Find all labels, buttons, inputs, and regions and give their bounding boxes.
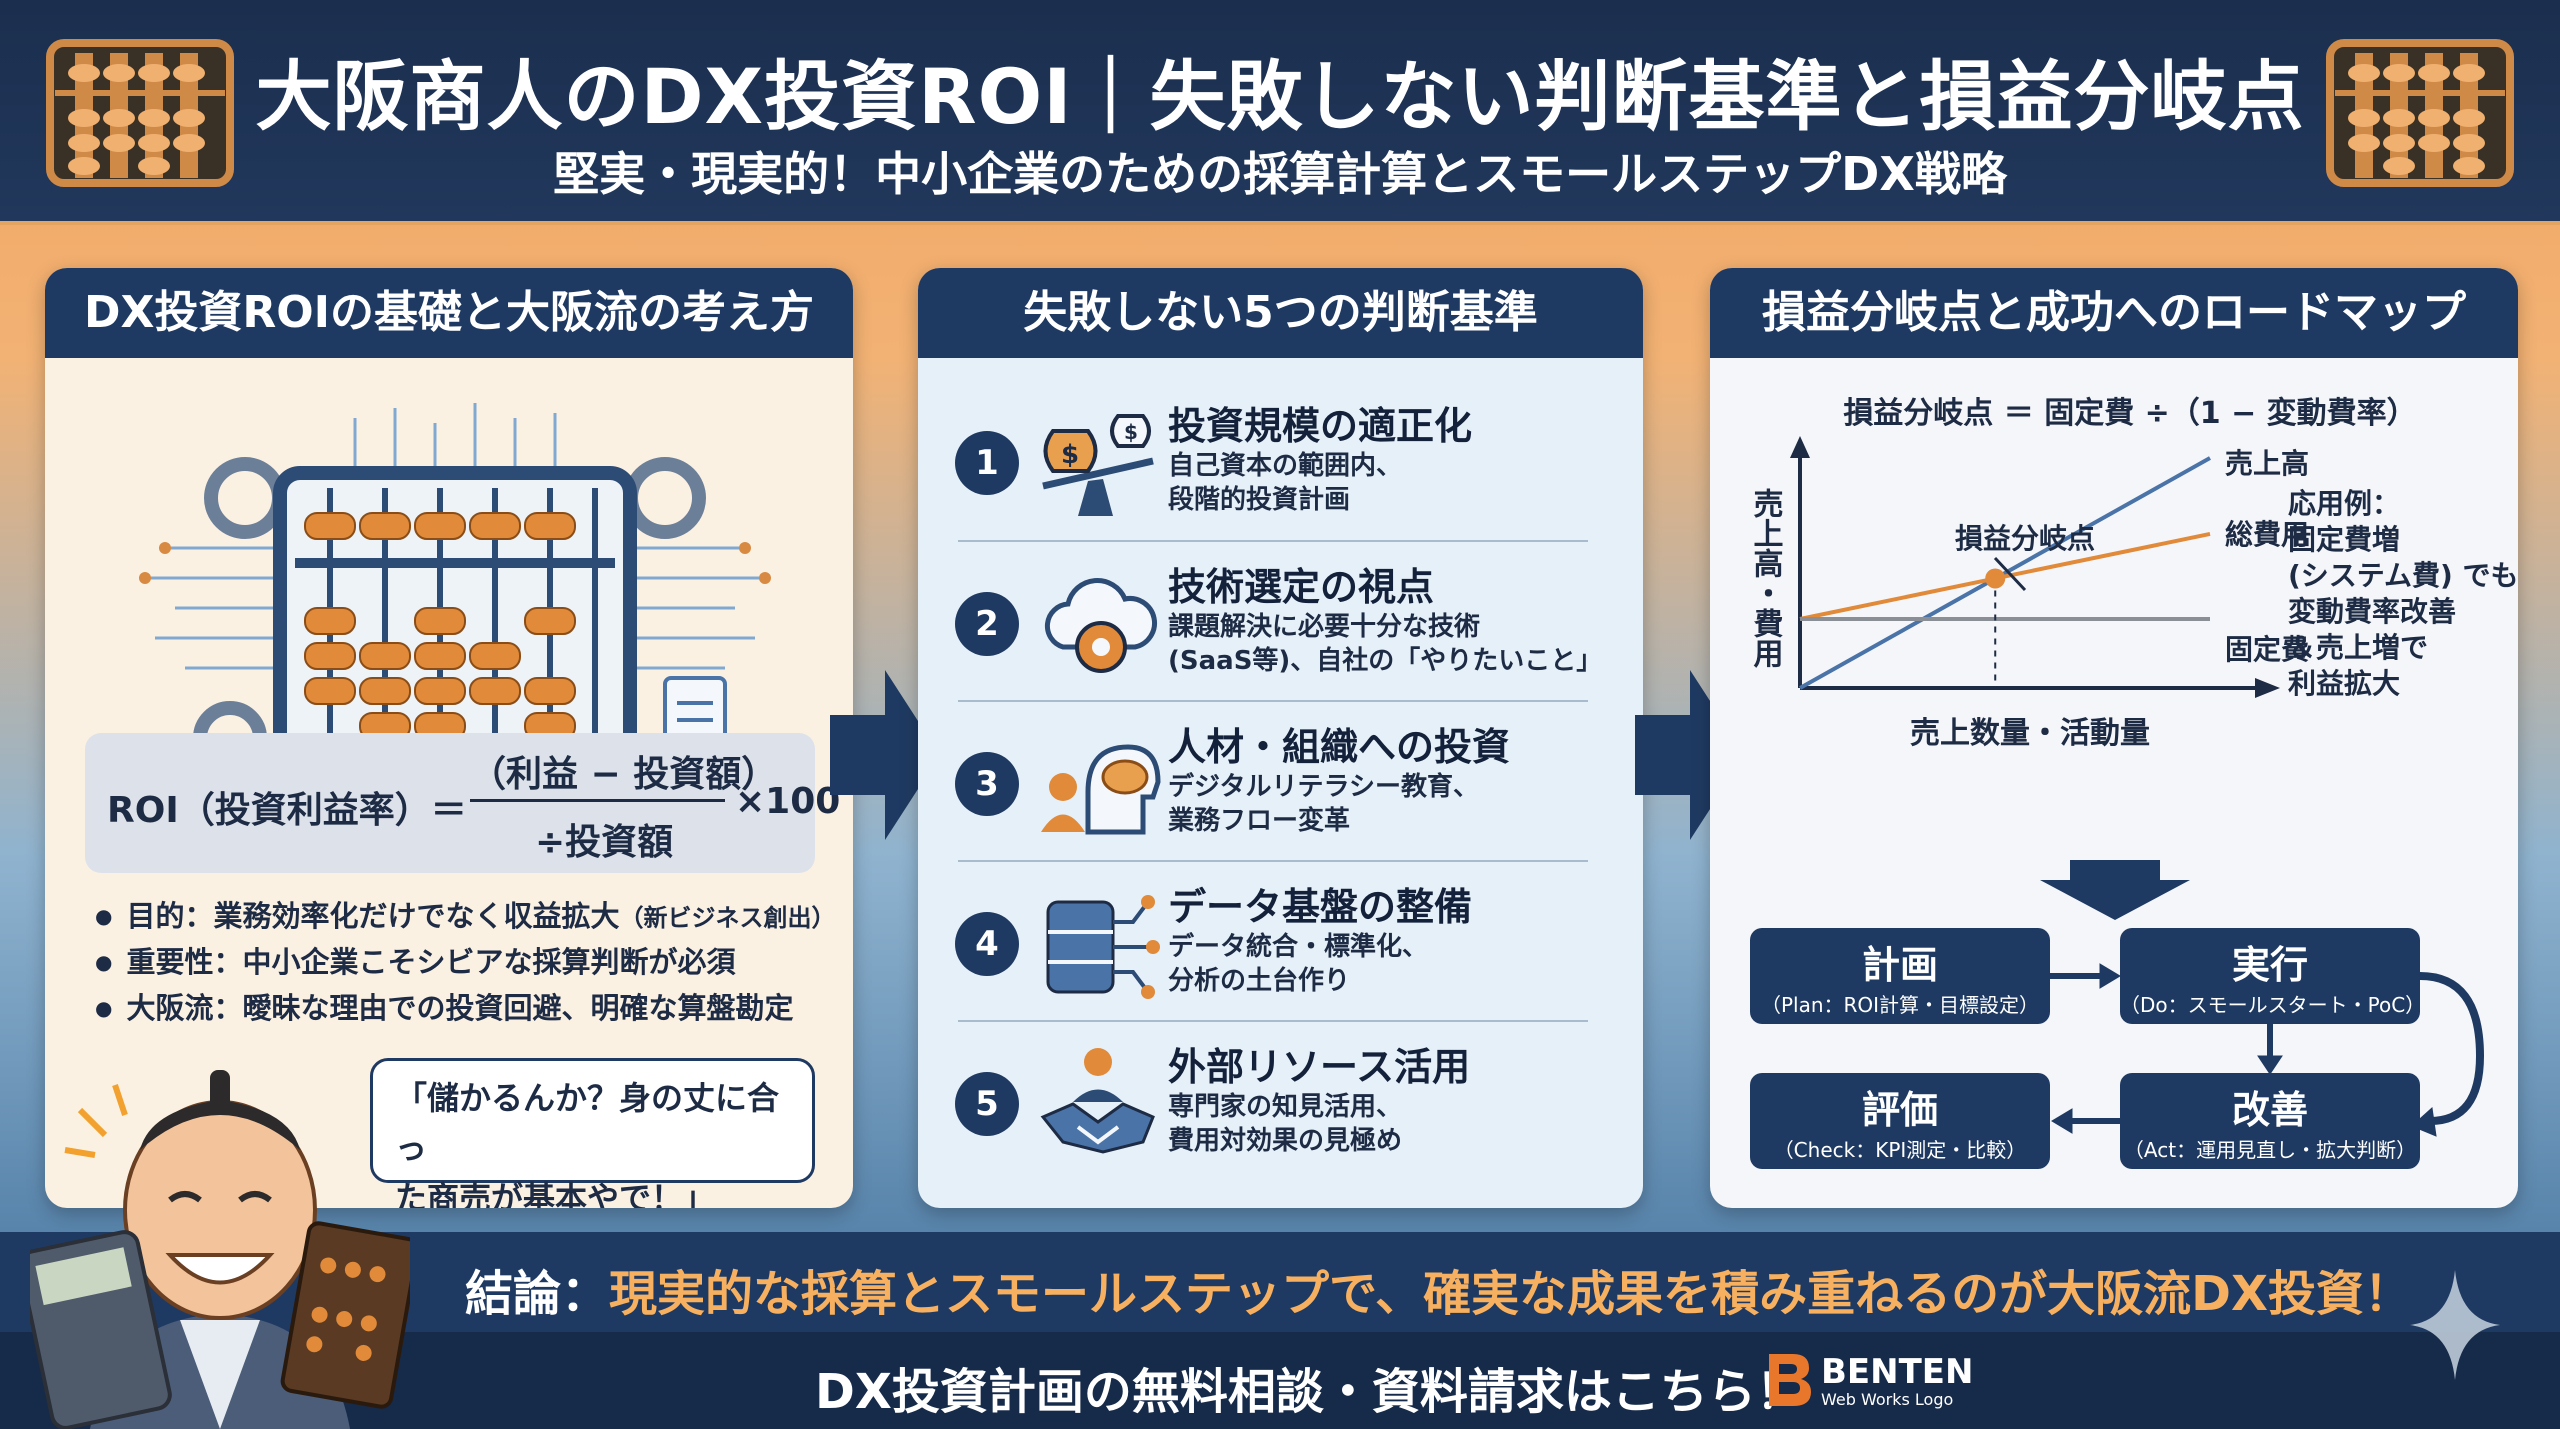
abacus-icon (2326, 39, 2514, 187)
note-line: 変動費率改善 (2288, 595, 2456, 628)
page-title: 大阪商人のDX投資ROI｜失敗しない判断基準と損益分岐点 (255, 52, 2305, 141)
note-line: 利益拡大 (2288, 667, 2400, 700)
criterion-item: 5 外部リソース活用 専門家の知見活用、費用対効果の見極め (943, 1024, 1623, 1184)
conclusion-bar: 結論：現実的な採算とスモールステップで、確実な成果を積み重ねるのが大阪流DX投資… (0, 1232, 2560, 1332)
conclusion-label: 結論： (465, 1266, 610, 1322)
svg-text:$: $ (1061, 440, 1079, 470)
note-line: (システム費) でも (2288, 559, 2518, 592)
roi-formula-lhs: ROI（投資利益率）＝ (107, 790, 467, 831)
criterion-title: 投資規模の適正化 (1168, 404, 1473, 448)
criterion-number: 5 (955, 1072, 1019, 1136)
y-axis-arrow (1790, 436, 1810, 458)
breakeven-point (1985, 568, 2006, 589)
benten-logo-icon (1769, 1354, 1811, 1406)
arrow-right-icon (830, 670, 940, 840)
panel-heading: DX投資ROIの基礎と大阪流の考え方 (45, 268, 853, 358)
series-label: 固定費 (2225, 633, 2309, 666)
note-line: 固定費増 (2288, 523, 2400, 556)
svg-text:$: $ (1124, 420, 1138, 444)
sparkle-icon (2410, 1270, 2500, 1380)
cta-link[interactable]: DX投資計画の無料相談・資料請求はこちら！ (815, 1364, 1804, 1420)
criterion-item: 2 技術選定の視点 課題解決に必要十分な技術(SaaS等)、自社の「やりたいこと… (943, 544, 1623, 704)
roi-bullet-list: 目的：業務効率化だけでなく収益拡大（新ビジネス創出） 重要性：中小企業こそシビア… (95, 893, 835, 1031)
divider (958, 860, 1588, 862)
brand-logo: BENTEN Web Works Logo (1765, 1350, 1973, 1414)
roi-basics-panel: DX投資ROIの基礎と大阪流の考え方 (45, 268, 853, 1208)
list-item: 目的：業務効率化だけでなく収益拡大（新ビジネス創出） (95, 893, 835, 939)
criterion-number: 2 (955, 592, 1019, 656)
abacus-icon (46, 39, 234, 187)
merchant-mascot-illustration (30, 1070, 410, 1429)
conclusion-text: 結論：現実的な採算とスモールステップで、確実な成果を積み重ねるのが大阪流DX投資… (465, 1266, 2412, 1322)
handshake-icon (1040, 1048, 1155, 1154)
pdca-check: 評価（Check：KPI測定・比較） (1750, 1073, 2050, 1169)
money-scale-icon: $ $ (1042, 414, 1154, 516)
series-label: 総費用 (2225, 518, 2309, 551)
criterion-item: 3 人材・組織への投資 デジタルリテラシー教育、業務フロー変革 (943, 704, 1623, 864)
x-axis-label: 売上数量・活動量 (1910, 716, 2150, 751)
page-subtitle: 堅実・現実的！中小企業のための採算計算とスモールステップDX戦略 (553, 147, 2007, 201)
criterion-title: 技術選定の視点 (1168, 565, 1435, 609)
breakeven-panel: 損益分岐点と成功へのロードマップ 損益分岐点 ＝ 固定費 ÷（1 − 変動費率）… (1710, 268, 2518, 1208)
roi-formula-denominator: ÷投資額 (535, 822, 674, 863)
pdca-act: 改善（Act：運用見直し・拡大判断） (2120, 1073, 2420, 1169)
speech-bubble: 「儲かるんか？身の丈に合っ た商売が基本やで！」 (370, 1058, 815, 1208)
divider (958, 1020, 1588, 1022)
people-brain-icon (1041, 744, 1161, 835)
fraction-bar (470, 799, 725, 802)
cloud-gear-icon (1044, 578, 1157, 673)
header: 大阪商人のDX投資ROI｜失敗しない判断基準と損益分岐点 堅実・現実的！中小企業… (0, 0, 2560, 225)
series-line-売上高 (1799, 456, 2211, 690)
roi-formula-multiplier: ×100 (735, 781, 841, 822)
roi-formula-numerator: （利益 − 投資額） (470, 754, 778, 795)
breakeven-pointer (1993, 556, 2027, 592)
criterion-desc: デジタルリテラシー教育、業務フロー変革 (1168, 772, 1479, 836)
list-item: 重要性：中小企業こそシビアな採算判断が必須 (95, 939, 835, 985)
criterion-desc: 自己資本の範囲内、段階的投資計画 (1168, 451, 1403, 515)
criterion-desc: 専門家の知見活用、費用対効果の見極め (1168, 1092, 1403, 1156)
criterion-desc: データ統合・標準化、分析の土台作り (1168, 932, 1429, 996)
y-axis-label: 売上高・費用 (1748, 488, 1784, 669)
criterion-item: 1 $ $ 投資規模の適正化 自己資本の範囲内、段階的投資計画 (943, 383, 1623, 543)
series-label: 売上高 (2225, 447, 2309, 480)
criterion-item: 4 データ基盤の整備 データ統合・標準化、分析の土台作り (943, 864, 1623, 1024)
criterion-number: 4 (955, 912, 1019, 976)
arrow-down-icon (2040, 860, 2190, 920)
roi-formula: ROI（投資利益率）＝ （利益 − 投資額） ÷投資額 ×100 (85, 733, 840, 873)
panel-heading: 損益分岐点と成功へのロードマップ (1710, 268, 2518, 358)
criterion-title: データ基盤の整備 (1168, 885, 1473, 929)
list-item: 大阪流：曖昧な理由での投資回避、明確な算盤勘定 (95, 985, 835, 1031)
note-line: 応用例： (2288, 487, 2400, 520)
footer-cta-bar[interactable]: DX投資計画の無料相談・資料請求はこちら！ BENTEN Web Works L… (0, 1332, 2560, 1429)
criteria-panel: 失敗しない5つの判断基準 1 $ $ 投資規模の適正化 自己資本の範囲内、段階的… (918, 268, 1643, 1208)
criterion-desc: 課題解決に必要十分な技術(SaaS等)、自社の「やりたいこと」 (1168, 612, 1603, 676)
x-axis-arrow (2255, 678, 2280, 698)
breakeven-chart: 損益分岐点 ＝ 固定費 ÷（1 − 変動費率） 売上高・費用 売上数量・活動量 … (1748, 396, 2519, 751)
criterion-number: 3 (955, 752, 1019, 816)
chart-title: 損益分岐点 ＝ 固定費 ÷（1 − 変動費率） (1843, 396, 2416, 431)
database-icon (1046, 895, 1160, 999)
breakeven-label: 損益分岐点 (1955, 522, 2095, 555)
divider (958, 540, 1588, 542)
panel-heading: 失敗しない5つの判断基準 (918, 268, 1643, 358)
criterion-title: 人材・組織への投資 (1168, 725, 1511, 769)
note-line: ＆売上増で (2288, 631, 2428, 664)
pdca-plan: 計画（Plan：ROI計算・目標設定） (1750, 928, 2050, 1024)
criterion-number: 1 (955, 431, 1019, 495)
divider (958, 700, 1588, 702)
pdca-do: 実行（Do：スモールスタート・PoC） (2120, 928, 2425, 1024)
criterion-title: 外部リソース活用 (1168, 1045, 1471, 1089)
pdca-arrows (2050, 963, 2485, 1137)
